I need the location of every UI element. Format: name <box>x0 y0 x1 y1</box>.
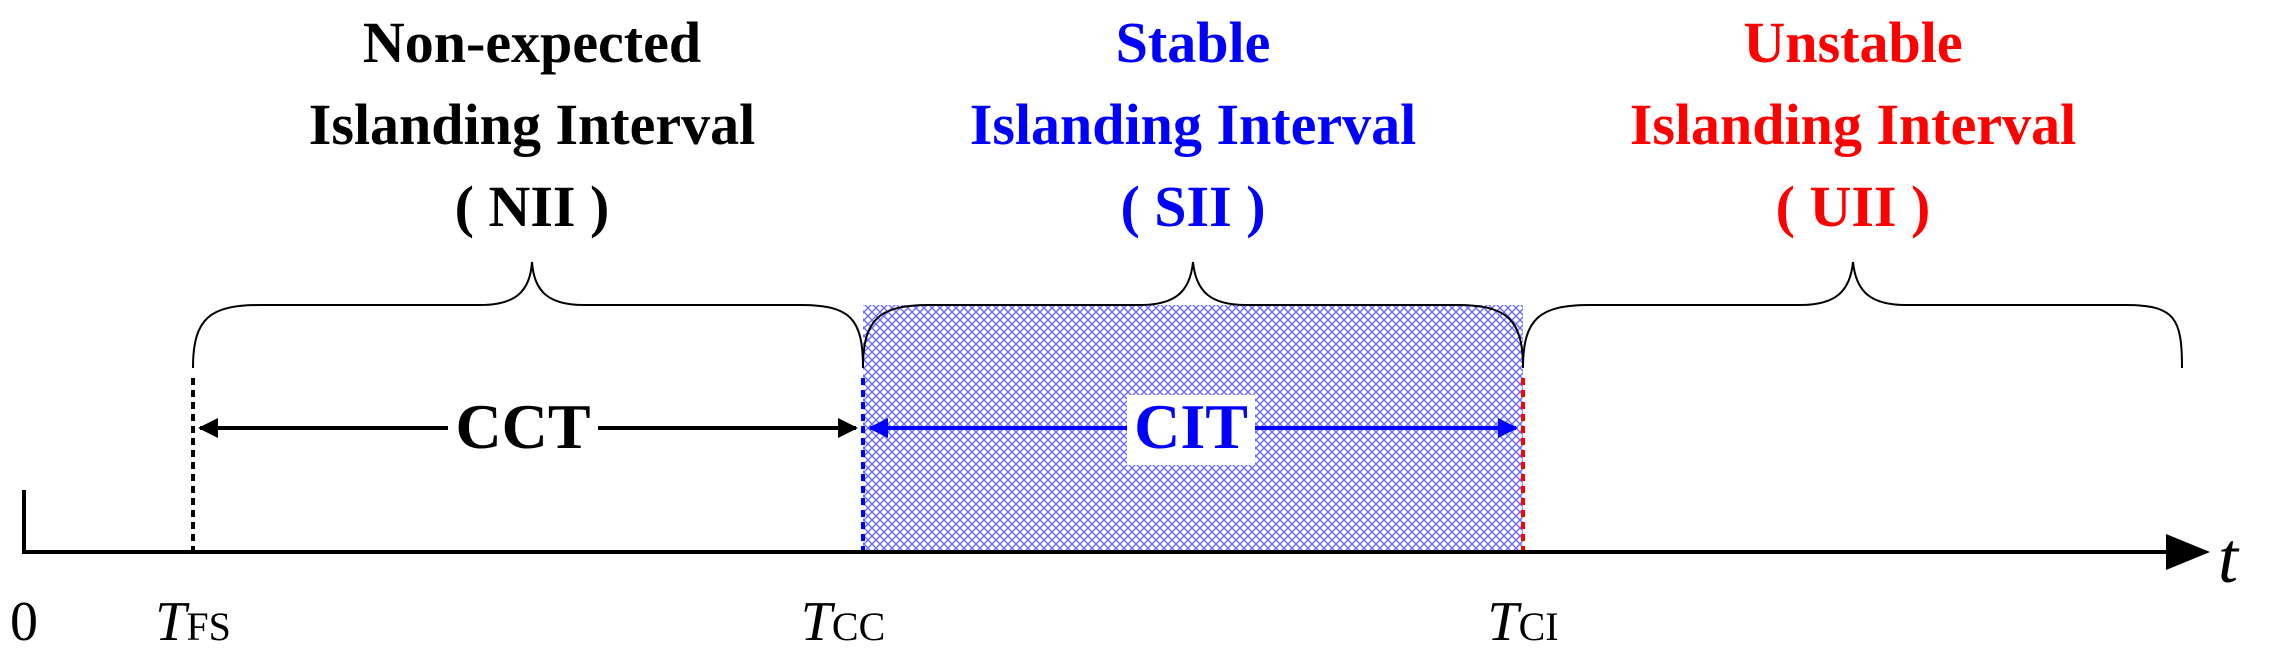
uii-title-line-1: Unstable <box>1743 10 1962 75</box>
tcc-label: TCC <box>801 591 886 653</box>
sii-title-line-1: Stable <box>1116 10 1271 75</box>
cct-label-bg <box>448 395 598 461</box>
time-axis-arrowhead <box>2166 534 2210 570</box>
axis-origin-label: 0 <box>10 591 38 653</box>
tfs-subscript: FS <box>186 604 231 649</box>
tfs-symbol: T <box>155 591 190 653</box>
nii-title: Non-expected Islanding Interval ( NII ) <box>309 10 755 239</box>
axis-variable-label: t <box>2218 518 2240 598</box>
tcc-symbol: T <box>801 591 836 653</box>
nii-title-line-1: Non-expected <box>363 10 701 75</box>
tcc-subscript: CC <box>832 604 885 649</box>
sii-title-line-2: Islanding Interval <box>970 92 1416 157</box>
sii-title-line-3: ( SII ) <box>1120 174 1265 239</box>
tci-label: TCI <box>1487 591 1558 653</box>
tfs-label: TFS <box>155 591 231 653</box>
nii-brace <box>192 261 864 369</box>
nii-title-line-3: ( NII ) <box>455 174 610 239</box>
cct-label: CCT <box>455 391 590 462</box>
nii-title-line-2: Islanding Interval <box>309 92 755 157</box>
tci-subscript: CI <box>1519 604 1559 649</box>
uii-title-line-2: Islanding Interval <box>1630 92 2076 157</box>
sii-title: Stable Islanding Interval ( SII ) <box>970 10 1416 239</box>
cit-label: CIT <box>1134 391 1248 462</box>
uii-title-line-3: ( UII ) <box>1776 174 1931 239</box>
uii-title: Unstable Islanding Interval ( UII ) <box>1630 10 2076 239</box>
sii-brace <box>862 261 1524 369</box>
uii-brace <box>1522 261 2183 369</box>
tci-symbol: T <box>1487 591 1522 653</box>
cit-label-bg <box>1127 395 1255 465</box>
